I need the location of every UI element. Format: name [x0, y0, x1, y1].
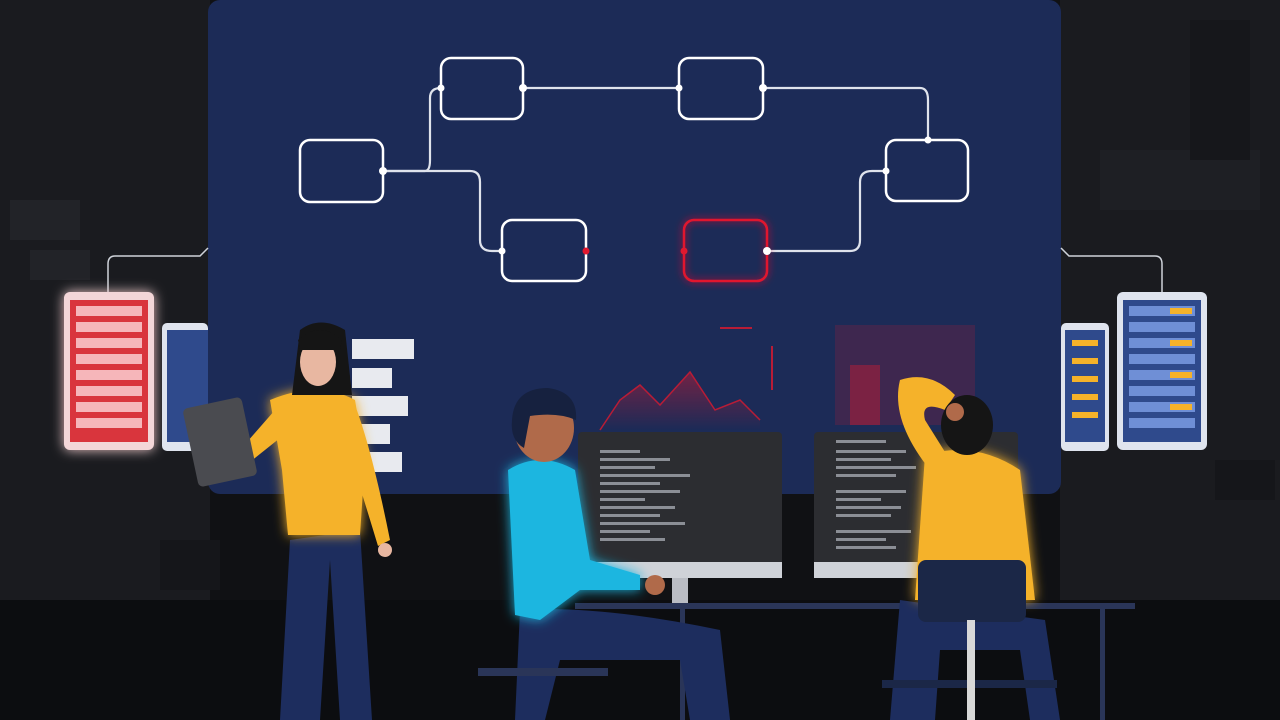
link-n3-n5 [763, 86, 930, 140]
person-woman-head-scratch [882, 377, 1060, 720]
server-rack-right-small [1061, 323, 1109, 451]
person-man-blue [508, 388, 730, 720]
board-bar-stack [352, 339, 414, 472]
server-rack-right-large [1117, 292, 1207, 450]
person-woman-tablet [183, 322, 392, 720]
workflow-links [383, 86, 930, 253]
workflow-board [208, 0, 1061, 494]
server-cables [107, 247, 1163, 292]
link-n1-n4 [383, 169, 502, 253]
link-dots [379, 84, 932, 255]
server-rack-left-alert-slots [76, 306, 142, 428]
chair-left [478, 668, 608, 676]
chair-back [918, 560, 1026, 622]
link-n6-n5 [767, 169, 886, 253]
monitor-left [578, 432, 782, 603]
tablet-device [183, 397, 257, 487]
